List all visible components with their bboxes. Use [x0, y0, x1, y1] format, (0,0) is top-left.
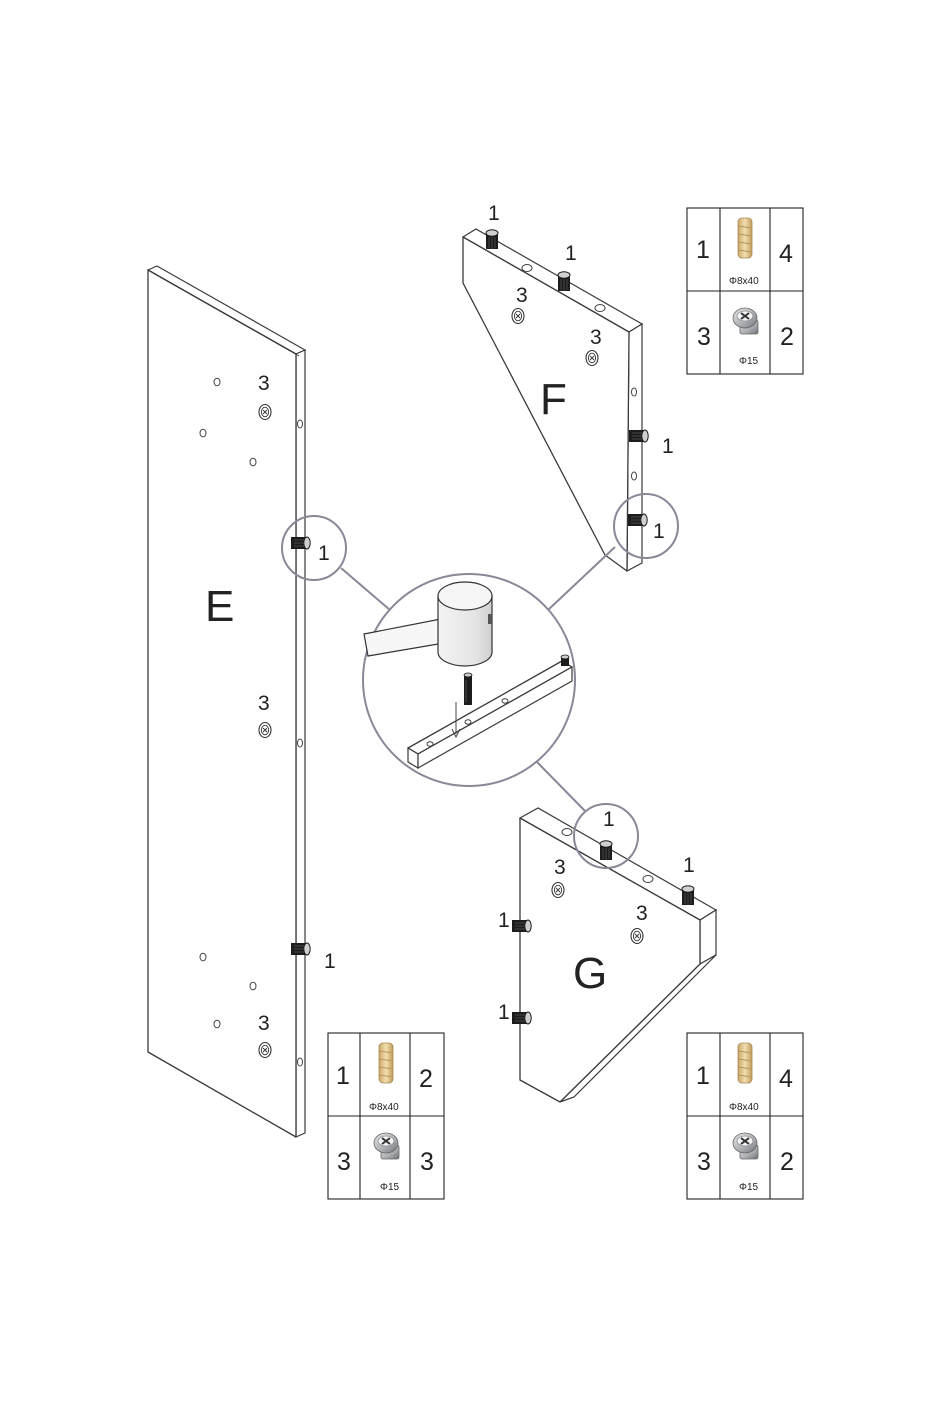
table-e-cam-ref: 3 [337, 1148, 351, 1176]
table-f-dowel-spec: Φ8x40 [729, 276, 759, 287]
wood-dowel-icon [738, 218, 752, 258]
table-e-cam-spec: Φ15 [380, 1182, 400, 1193]
hammer-detail [363, 574, 575, 786]
callout-f-dowel-1: 1 [488, 202, 500, 225]
panel-g-letter: G [573, 949, 607, 998]
wood-dowel-icon [379, 1043, 393, 1083]
table-f-dowel-ref: 1 [696, 236, 710, 264]
table-f-cam-qty: 2 [780, 323, 794, 351]
table-e-cam-qty: 3 [420, 1148, 434, 1176]
table-e-dowel-qty: 2 [419, 1065, 433, 1093]
table-g-cam-qty: 2 [780, 1148, 794, 1176]
callout-f-cam-2: 3 [590, 326, 602, 349]
wood-dowel-icon [738, 1043, 752, 1083]
panel-f-letter: F [540, 375, 567, 424]
callout-g-cam-1: 3 [554, 856, 566, 879]
table-f-dowel-qty: 4 [779, 240, 793, 268]
callout-g-dowel-1: 1 [603, 808, 615, 831]
callout-g-dowel-3: 1 [498, 909, 510, 932]
callout-e-dowel-2: 1 [324, 950, 336, 973]
callout-e-cam-1: 3 [258, 372, 270, 395]
panel-e-letter: E [205, 582, 234, 631]
table-g-cam-ref: 3 [697, 1148, 711, 1176]
callout-g-dowel-4: 1 [498, 1001, 510, 1024]
callout-e-cam-2: 3 [258, 692, 270, 715]
callout-e-dowel: 1 [318, 542, 330, 565]
table-g-dowel-spec: Φ8x40 [729, 1102, 759, 1113]
table-g-dowel-qty: 4 [779, 1065, 793, 1093]
callout-f-dowel-3: 1 [662, 435, 674, 458]
table-f-cam-ref: 3 [697, 323, 711, 351]
callout-f-dowel-4: 1 [653, 520, 665, 543]
callout-e-cam-3: 3 [258, 1012, 270, 1035]
table-f-cam-spec: Φ15 [739, 356, 759, 367]
callout-g-dowel-2: 1 [683, 854, 695, 877]
callout-f-cam-1: 3 [516, 284, 528, 307]
callout-g-cam-2: 3 [636, 902, 648, 925]
table-g-cam-spec: Φ15 [739, 1182, 759, 1193]
table-e-dowel-spec: Φ8x40 [369, 1102, 399, 1113]
table-g-dowel-ref: 1 [696, 1062, 710, 1090]
table-e-dowel-ref: 1 [336, 1062, 350, 1090]
panel-g [512, 808, 716, 1102]
callout-f-dowel-2: 1 [565, 242, 577, 265]
panel-e [148, 266, 310, 1137]
